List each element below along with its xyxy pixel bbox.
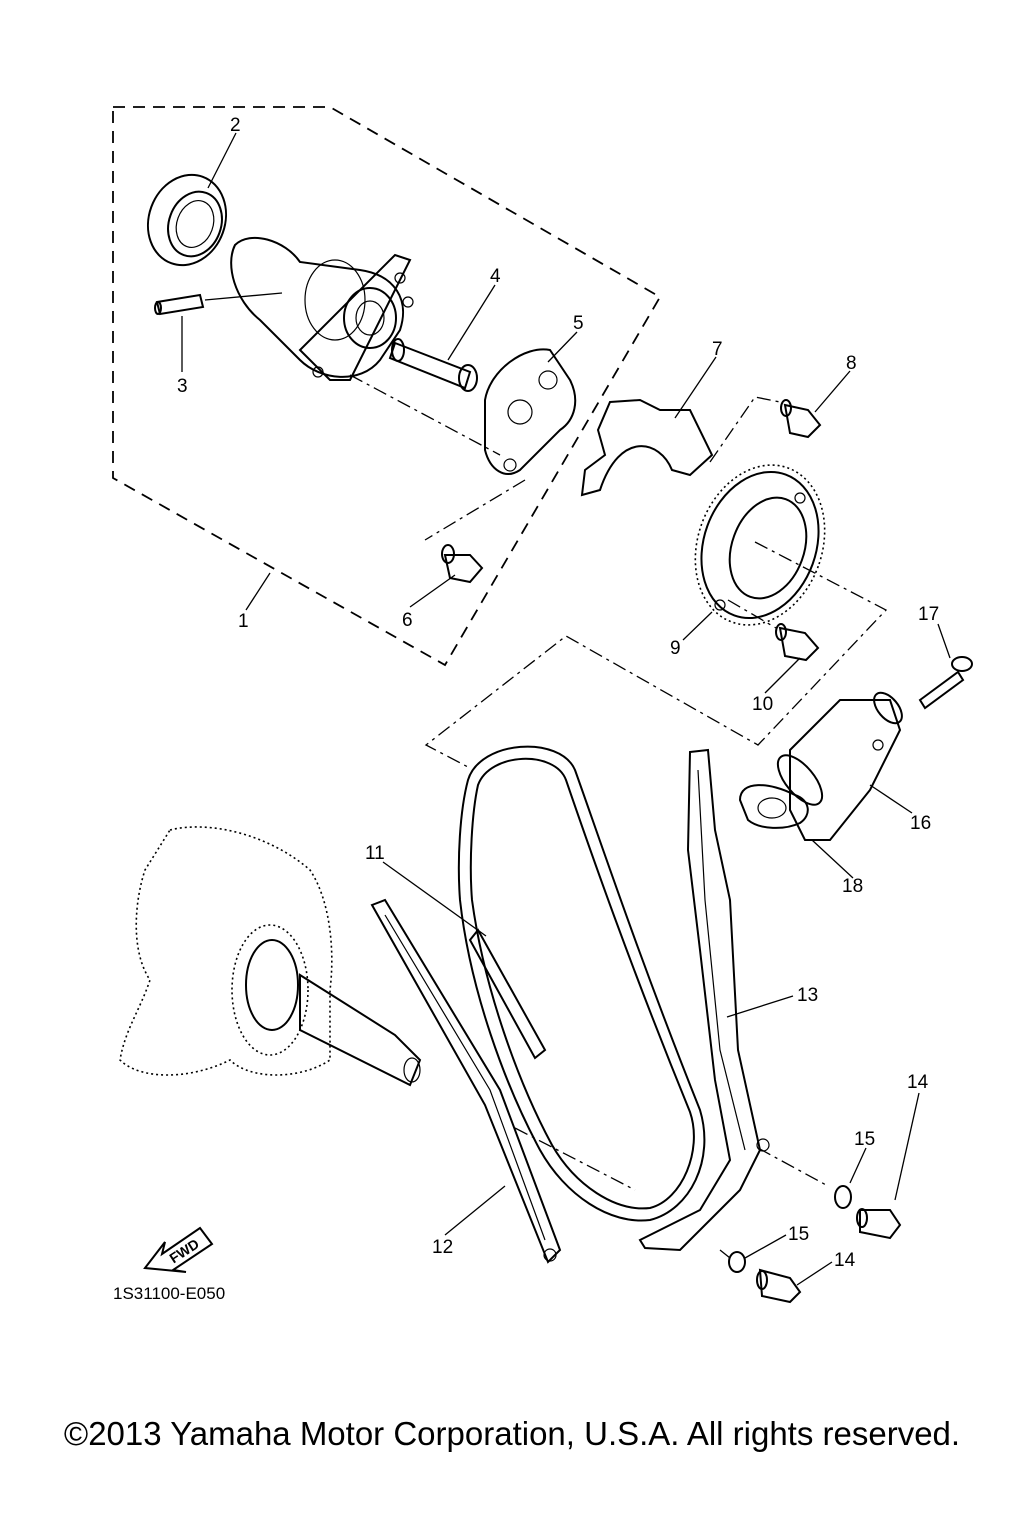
diagram-code: 1S31100-E050 <box>113 1284 225 1303</box>
bolt-17-part <box>918 656 973 710</box>
callout-4: 4 <box>490 266 501 287</box>
cam-sprocket-part <box>694 464 826 626</box>
callout-17: 17 <box>918 604 939 625</box>
washer-15-lower-part <box>728 1251 746 1273</box>
decompressor-shaft-part <box>388 338 478 392</box>
callout-15-lower: 15 <box>788 1224 809 1245</box>
camshaft-part <box>230 236 414 381</box>
callout-9: 9 <box>670 638 681 659</box>
callout-2: 2 <box>230 115 241 136</box>
callout-3: 3 <box>177 376 188 397</box>
alignment-lines <box>349 374 888 1259</box>
washer-15-upper-part <box>834 1185 852 1209</box>
callout-14-lower: 14 <box>834 1250 856 1271</box>
callout-10: 10 <box>752 694 773 715</box>
callout-7: 7 <box>712 339 723 360</box>
fwd-arrow-icon: FWD <box>143 1226 214 1273</box>
gasket-part <box>738 784 809 829</box>
timing-chain-part <box>457 745 706 1222</box>
callout-1: 1 <box>238 611 249 632</box>
bolt-8-part <box>780 399 822 439</box>
bearing-part <box>146 173 228 267</box>
camshaft-assembly-boundary <box>112 106 662 667</box>
callout-14: 14 <box>907 1072 929 1093</box>
dowel-pin-part <box>154 292 283 316</box>
callout-16: 16 <box>910 813 931 834</box>
tensioner-guide-13-part <box>638 748 770 1252</box>
callout-11: 11 <box>365 843 385 864</box>
callout-6: 6 <box>402 610 413 631</box>
callout-12: 12 <box>432 1237 453 1258</box>
bolt-14-lower-part <box>756 1268 802 1304</box>
chain-guide-12-part <box>370 898 562 1264</box>
callout-8: 8 <box>846 353 857 374</box>
sprocket-plate-part <box>580 398 714 497</box>
bolt-6-part <box>441 544 484 584</box>
chain-tensioner-part <box>776 691 903 841</box>
callout-5: 5 <box>573 313 584 334</box>
crankshaft-reference <box>119 826 422 1087</box>
callout-13: 13 <box>797 985 818 1006</box>
copyright-notice: ©2013 Yamaha Motor Corporation, U.S.A. A… <box>63 1415 961 1452</box>
callout-18: 18 <box>842 876 863 897</box>
bolt-10-part <box>775 623 820 662</box>
callout-15: 15 <box>854 1129 875 1150</box>
bolt-14-upper-part <box>856 1208 902 1240</box>
decompressor-plate-part <box>484 348 577 475</box>
leader-lines <box>181 132 951 1286</box>
